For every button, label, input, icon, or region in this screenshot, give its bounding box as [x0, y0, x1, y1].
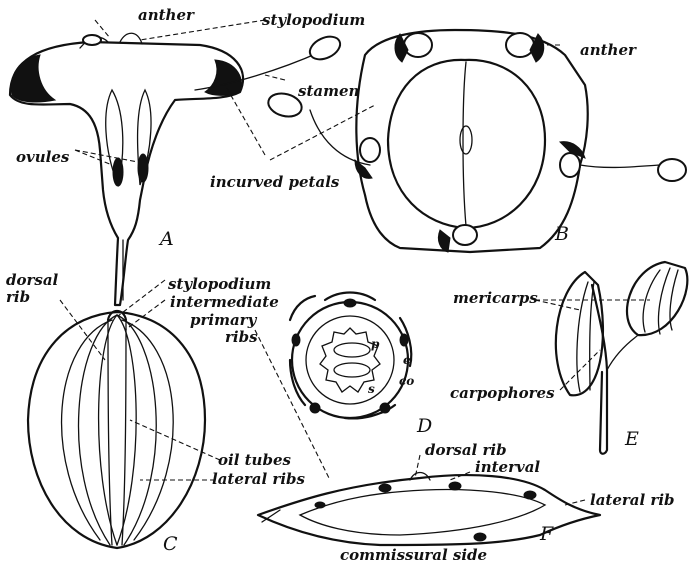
panel-letter-c: C — [163, 533, 178, 555]
panel-e-mericarps — [556, 262, 688, 454]
panel-letter-d: D — [416, 415, 432, 437]
label-ribs: ribs — [225, 328, 258, 346]
label-rib: rib — [6, 288, 30, 306]
label-incurved-petals: incurved petals — [210, 173, 340, 191]
label-anther-a: anther — [138, 6, 195, 24]
label-primary: primary — [190, 311, 258, 329]
panel-letter-f: F — [539, 523, 554, 545]
panel-letter-b: B — [554, 223, 569, 245]
label-d-e: e — [403, 353, 411, 367]
label-d-p: p — [371, 337, 380, 351]
label-dorsal-rib-f: dorsal rib — [425, 441, 507, 459]
panel-letter-a: A — [158, 228, 174, 250]
label-anther-b: anther — [580, 41, 637, 59]
labels: anther stylopodium stamen ovules incurve… — [6, 6, 675, 564]
label-stamen: stamen — [298, 82, 359, 100]
label-dorsal: dorsal — [6, 271, 59, 289]
label-d-co: co — [399, 374, 414, 388]
label-stylopodium-c: stylopodium — [168, 275, 271, 293]
label-lateral-ribs: lateral ribs — [212, 470, 306, 488]
label-d-s: s — [368, 382, 375, 396]
label-carpophores: carpophores — [450, 384, 555, 402]
label-commissural-side: commissural side — [340, 546, 487, 564]
panel-c-fruit — [28, 311, 205, 548]
label-interval: interval — [475, 458, 540, 476]
label-ovules: ovules — [16, 148, 70, 166]
panel-d-cross-section — [290, 293, 411, 419]
panel-a-flower-section — [10, 32, 344, 305]
panel-letter-e: E — [624, 428, 639, 450]
label-oil-tubes: oil tubes — [218, 451, 291, 469]
label-stylopodium-a: stylopodium — [262, 11, 365, 29]
label-mericarps: mericarps — [453, 289, 538, 307]
label-lateral-rib-f: lateral rib — [590, 491, 675, 509]
panel-b-flower-top — [266, 30, 686, 252]
label-intermediate: intermediate — [170, 293, 279, 311]
